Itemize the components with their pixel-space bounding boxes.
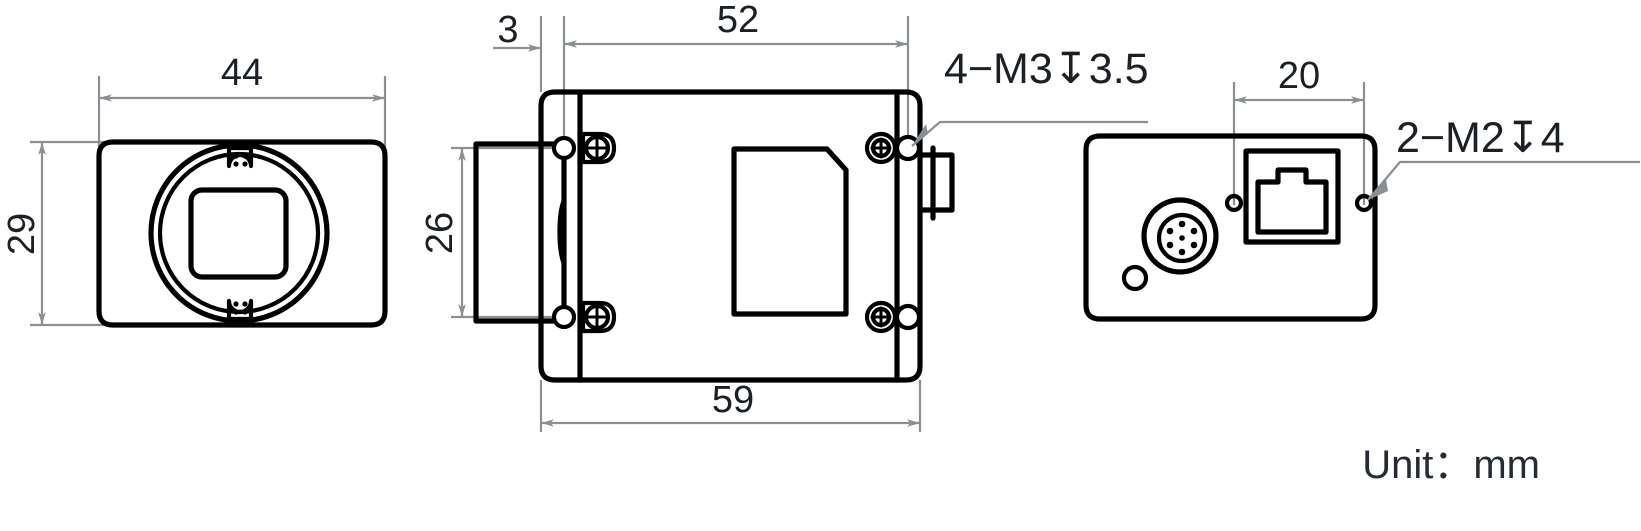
front-lens-mount-outer-ring (148, 142, 330, 324)
side-lens-barrel (473, 141, 567, 324)
front-alignment-screw-bottom (226, 298, 254, 322)
side-screw-bottom-right (864, 300, 898, 334)
side-screw-top-left (580, 131, 617, 165)
side-tapped-hole-bottom-left (551, 304, 577, 330)
side-screw-bottom-left (580, 300, 617, 334)
rear-tapped-hole-left (1224, 193, 1244, 213)
rear-view: 20 (1083, 55, 1378, 322)
side-tapped-hole-top-left (551, 135, 577, 161)
side-view-extension-lines (451, 16, 922, 432)
rear-tapped-hole-right (1354, 193, 1374, 213)
callout-m3: 4−M3↧3.5 (911, 45, 1149, 147)
dimension-front-width-value: 44 (221, 52, 263, 94)
dimension-hole-spacing-vertical-value: 26 (419, 212, 461, 254)
side-view: 3 52 26 59 (419, 0, 955, 432)
side-label-plate (731, 146, 849, 317)
side-tapped-hole-bottom-right (894, 303, 922, 331)
side-io-connector-boss (917, 152, 955, 213)
dimension-front-height-value: 29 (1, 213, 43, 255)
callout-m2-text: 2−M2↧4 (1396, 114, 1565, 162)
front-alignment-screw-top (226, 145, 254, 169)
dimension-flange-distance-value: 3 (497, 9, 518, 51)
callout-m3-text: 4−M3↧3.5 (944, 45, 1149, 93)
side-lens-barrel-step (557, 197, 567, 267)
callout-m2: 2−M2↧4 (1367, 114, 1640, 201)
dimension-body-length: 52 (564, 0, 908, 48)
dimension-hole-spacing-vertical: 26 (419, 148, 466, 317)
dimension-front-height: 29 (1, 142, 46, 325)
rear-body-outline (1083, 133, 1378, 322)
front-body-outline (96, 139, 388, 328)
front-view: 44 29 (1, 52, 388, 328)
dimension-rear-hole-spacing: 20 (1234, 55, 1364, 104)
dimension-overall-length-value: 59 (712, 379, 754, 421)
front-lens-mount-inner-ring (157, 151, 321, 315)
side-screw-top-right (864, 131, 898, 165)
dimension-flange-distance: 3 (493, 9, 541, 52)
dimension-front-width: 44 (99, 52, 385, 102)
rear-rj45-port (1243, 148, 1341, 245)
unit-note: Unit：mm (1362, 443, 1540, 487)
dimension-body-length-value: 52 (717, 0, 759, 41)
rear-status-led (1121, 264, 1149, 292)
front-sensor-window (188, 187, 289, 280)
dimension-rear-hole-spacing-value: 20 (1278, 55, 1320, 97)
side-body-outline (538, 89, 923, 383)
front-view-extension-lines (30, 76, 387, 327)
rear-m12-connector (1141, 197, 1219, 275)
dimension-overall-length: 59 (541, 379, 920, 427)
